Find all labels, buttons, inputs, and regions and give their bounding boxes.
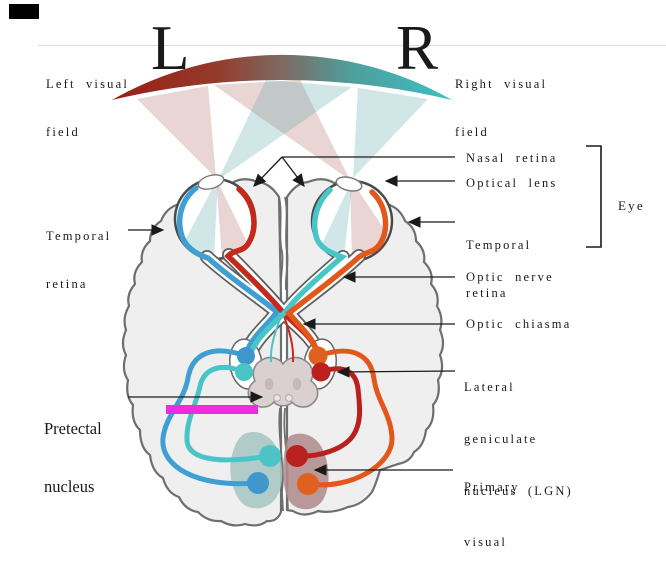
visual-field-arc: [112, 54, 452, 100]
redaction-box: [9, 4, 39, 19]
right-field-letter: R: [396, 13, 439, 83]
nasal-retina-arrow-left: [253, 156, 283, 187]
magenta-highlight-bar: [166, 405, 258, 414]
temporal-retina-left-label: Temporal retina: [46, 229, 112, 291]
midbrain: [247, 356, 319, 408]
top-rule-line: [38, 45, 666, 46]
eye-label: Eye: [618, 198, 645, 213]
pretectal-nucleus-label: Pretectal nucleus: [44, 419, 102, 496]
optic-nerve-label: Optic nerve: [466, 270, 554, 284]
cortex-endpoints: [247, 445, 319, 495]
left-temporal-fiber-blue: [176, 185, 281, 355]
right-visual-field-label: Right visual field: [455, 77, 548, 139]
temporal-retina-right-label: Temporal retina: [466, 238, 532, 300]
lgn-arrow: [336, 366, 456, 378]
left-field-letter: L: [151, 13, 190, 83]
lgn-label: Lateral geniculate nucleus (LGN): [464, 380, 573, 498]
right-nasal-fiber-teal: [242, 187, 348, 371]
nasal-retina-arrow-right: [281, 156, 305, 188]
left-visual-field-label: Left visual field: [46, 77, 130, 139]
right-eye-lens: [335, 176, 363, 192]
optic-chiasma-label: Optic chiasma: [466, 317, 572, 331]
nasal-retina-label: Nasal retina: [466, 151, 558, 165]
nerve-strokes: [176, 185, 389, 372]
left-eye-lens: [197, 174, 225, 190]
eye-bracket: [586, 145, 602, 248]
annotation-arrows: [128, 145, 602, 476]
primary-visual-cortex-label: Primary visual cortex: [464, 480, 520, 549]
visual-field-cones: [137, 80, 428, 180]
right-temporal-fiber-orange: [285, 189, 389, 354]
lgn-nuclei: [235, 346, 331, 382]
eyes: [173, 174, 394, 263]
optical-lens-label: Optical lens: [466, 176, 558, 190]
